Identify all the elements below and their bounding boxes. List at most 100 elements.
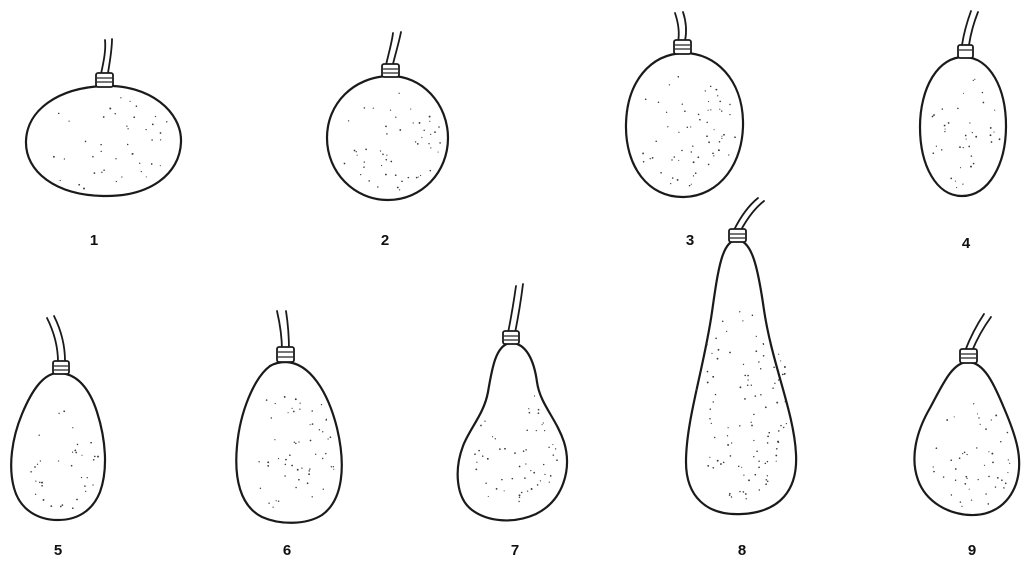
stipple-dot	[643, 161, 645, 163]
stipple-dot	[717, 358, 719, 360]
fruit-8-stem	[734, 198, 758, 230]
stipple-dot	[708, 101, 709, 102]
stipple-dot	[780, 360, 781, 361]
stipple-dot	[530, 470, 531, 471]
stipple-dot	[298, 479, 300, 481]
stipple-dot	[739, 491, 740, 492]
stipple-dot	[35, 494, 36, 495]
stipple-dot	[786, 423, 787, 424]
stipple-dot	[480, 425, 482, 427]
stipple-dot	[652, 157, 654, 159]
stipple-dot	[690, 126, 691, 127]
stipple-dot	[322, 431, 323, 432]
stipple-dot	[729, 493, 730, 494]
stipple-dot	[715, 337, 717, 339]
stipple-dot	[957, 108, 959, 110]
stipple-dot	[145, 129, 146, 130]
stipple-dot	[312, 423, 314, 425]
stipple-dot	[936, 447, 938, 449]
stipple-dot	[553, 454, 555, 456]
shape-label-1: 1	[90, 232, 98, 249]
stipple-dot	[63, 410, 65, 412]
stipple-dot	[776, 448, 778, 450]
stipple-dot	[755, 350, 757, 352]
stipple-dot	[542, 424, 543, 425]
stipple-dot	[977, 413, 978, 414]
stipple-dot	[72, 507, 74, 509]
stipple-dot	[527, 490, 528, 491]
stipple-dot	[978, 417, 979, 418]
stipple-dot	[501, 479, 503, 481]
fruit-4-outline	[920, 57, 1006, 196]
stipple-dot	[260, 488, 261, 489]
stipple-dot	[531, 488, 533, 490]
stipple-dot	[439, 142, 441, 144]
stipple-dot	[83, 188, 85, 190]
stipple-dot	[430, 134, 431, 135]
stipple-dot	[752, 315, 754, 317]
stipple-dot	[155, 116, 156, 117]
fruit-2-calyx	[382, 64, 399, 77]
stipple-dot	[72, 427, 73, 428]
stipple-dot	[548, 447, 549, 448]
stipple-dot	[399, 129, 401, 131]
stipple-dot	[114, 113, 115, 114]
stipple-dot	[92, 484, 93, 485]
stipple-dot	[706, 122, 708, 124]
stipple-dot	[478, 450, 480, 452]
stipple-dot	[385, 174, 387, 176]
stipple-dot	[755, 395, 757, 397]
stipple-dot	[729, 114, 730, 115]
stipple-dot	[58, 413, 59, 414]
stipple-dot	[410, 109, 411, 110]
stipple-dot	[413, 122, 414, 123]
stipple-dot	[101, 172, 102, 173]
stipple-dot	[763, 343, 764, 344]
stipple-dot	[492, 436, 493, 437]
stipple-dot	[964, 483, 966, 485]
stipple-dot	[1008, 459, 1009, 460]
fruit-3-calyx	[674, 40, 691, 54]
stipple-dot	[751, 425, 753, 427]
stipple-dot	[141, 171, 142, 172]
stipple-dot	[944, 125, 946, 127]
stipple-dot	[973, 403, 974, 404]
stipple-dot	[39, 435, 40, 436]
stipple-dot	[514, 452, 516, 454]
stipple-dot	[308, 473, 310, 475]
stipple-dot	[420, 175, 421, 176]
fruit-4-calyx	[958, 45, 973, 58]
stipple-dot	[521, 492, 523, 494]
stipple-dot	[943, 476, 944, 477]
stipple-dot	[758, 461, 759, 462]
stipple-dot	[360, 174, 361, 175]
stipple-dot	[322, 458, 323, 459]
stipple-dot	[495, 438, 496, 439]
fruit-5-calyx	[53, 361, 69, 374]
stipple-dot	[401, 180, 403, 182]
fruit-1-stem	[101, 40, 105, 74]
stipple-dot	[960, 167, 961, 168]
stipple-dot	[327, 438, 328, 439]
stipple-dot	[160, 132, 162, 134]
stipple-dot	[84, 485, 86, 487]
stipple-dot	[325, 453, 326, 454]
stipple-dot	[991, 453, 993, 455]
stipple-dot	[670, 183, 671, 184]
stipple-dot	[258, 461, 259, 462]
stipple-dot	[965, 135, 967, 137]
stipple-dot	[380, 150, 381, 151]
stipple-dot	[58, 460, 59, 461]
stipple-dot	[956, 187, 957, 188]
stipple-dot	[746, 498, 747, 499]
stipple-dot	[438, 152, 439, 153]
stipple-dot	[678, 160, 679, 161]
stipple-dot	[518, 501, 519, 502]
fruit-2-stem	[386, 33, 393, 65]
stipple-dot	[753, 440, 754, 441]
stipple-dot	[398, 93, 399, 94]
stipple-dot	[978, 479, 979, 480]
stipple-dot	[759, 489, 760, 490]
stipple-dot	[717, 460, 719, 462]
stipple-dot	[692, 145, 693, 146]
